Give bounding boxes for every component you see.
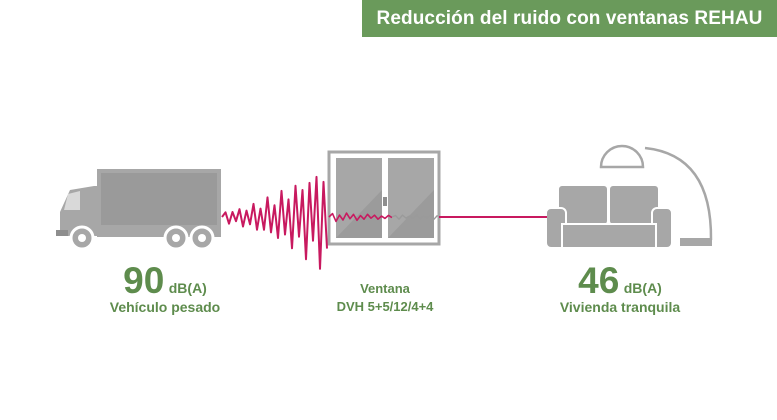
- destination-label: 46 dB(A) Vivienda tranquila: [545, 262, 695, 315]
- source-label: 90 dB(A) Vehículo pesado: [90, 262, 240, 315]
- destination-name: Vivienda tranquila: [559, 299, 681, 315]
- destination-unit: dB(A): [623, 280, 662, 296]
- page-title: Reducción del ruido con ventanas REHAU: [376, 7, 763, 29]
- truck-icon: [56, 169, 221, 251]
- source-unit: dB(A): [168, 280, 207, 296]
- window-spec: DVH 5+5/12/4+4: [336, 299, 434, 314]
- window-name: Ventana: [360, 281, 410, 296]
- source-value: 90: [123, 260, 165, 301]
- title-banner: Reducción del ruido con ventanas REHAU: [362, 0, 777, 37]
- sound-wave-damped: [328, 212, 393, 223]
- sound-wave-faint: [391, 214, 439, 220]
- window-icon: [327, 150, 441, 246]
- sound-wave-loud: [221, 175, 328, 270]
- destination-value: 46: [578, 260, 620, 301]
- sofa-lamp-icon: [545, 144, 713, 249]
- source-name: Vehículo pesado: [109, 299, 221, 315]
- window-label: Ventana DVH 5+5/12/4+4: [315, 280, 455, 316]
